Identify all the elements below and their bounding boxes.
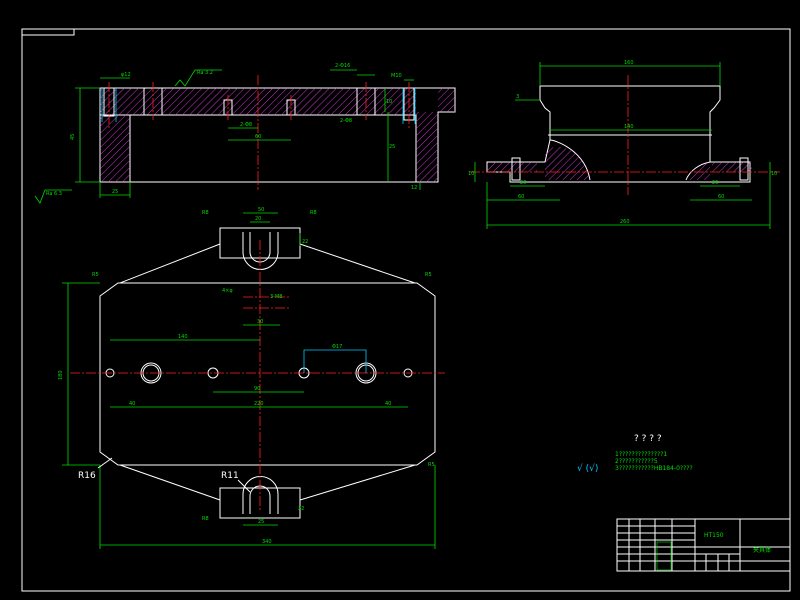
svg-text:10: 10 [386,99,392,105]
svg-text:Ra 6.3: Ra 6.3 [46,191,62,197]
svg-text:60: 60 [518,194,524,200]
title-code: HT150 [704,532,724,539]
svg-text:R5: R5 [428,462,435,468]
svg-text:2-Φ8: 2-Φ8 [340,118,352,124]
roughness-symbol: √ (√) [577,463,598,474]
svg-text:140: 140 [624,124,634,130]
svg-text:260: 260 [620,219,630,225]
svg-text:45: 45 [70,134,76,140]
svg-text:R5: R5 [425,272,432,278]
svg-text:340: 340 [262,539,272,545]
svg-text:20: 20 [520,180,526,186]
svg-text:3-M8: 3-M8 [270,294,282,300]
svg-text:10: 10 [468,171,474,177]
svg-text:40: 40 [129,401,135,407]
svg-text:40: 40 [385,401,391,407]
drawing-code-box [21,28,75,36]
svg-text:Ra 3.2: Ra 3.2 [197,70,213,76]
r11-label: R11 [221,471,239,481]
svg-text:60: 60 [718,194,724,200]
title-block: HT150 夹具体 [616,518,791,572]
svg-text:R8: R8 [202,210,209,216]
svg-text:20: 20 [712,180,718,186]
svg-text:60: 60 [255,134,261,140]
note-1: 1??????????????1 [615,451,667,458]
r16-label: R16 [78,471,96,481]
top-view: 180 340 140 40 220 40 90 Φ17 50 20 30 3-… [58,207,445,549]
svg-text:22: 22 [302,239,308,245]
svg-text:φ12: φ12 [121,72,131,78]
svg-text:180: 180 [58,370,64,380]
svg-text:140: 140 [178,334,188,340]
svg-text:M10: M10 [391,73,402,79]
svg-text:2-Φ8: 2-Φ8 [240,122,252,128]
drawing-border [21,28,791,592]
front-section-view: 25 45 60 2-Φ8 φ12 2-Φ16 M10 10 25 12 2-Φ… [34,63,456,204]
svg-text:25: 25 [258,519,264,525]
svg-text:4×φ: 4×φ [222,288,233,294]
svg-text:25: 25 [389,144,395,150]
svg-text:50: 50 [258,207,264,213]
svg-text:90: 90 [254,386,260,392]
svg-text:R8: R8 [202,516,209,522]
notes-heading: ? ? ? ? [634,434,662,444]
svg-text:2-Φ16: 2-Φ16 [335,63,350,69]
title-name: 夹具体 [753,546,771,554]
svg-text:10: 10 [771,171,777,177]
svg-text:12: 12 [411,185,417,191]
note-2: 2???????????5 [615,458,658,465]
svg-text:3: 3 [516,94,519,100]
side-view: 160 140 260 60 60 20 20 3 10 10 [468,60,780,229]
svg-text:20: 20 [255,216,261,222]
technical-notes: ? ? ? ? 1??????????????1 2???????????5 3… [577,434,693,474]
svg-text:160: 160 [624,60,634,66]
svg-text:R8: R8 [310,210,317,216]
svg-text:R5: R5 [92,272,99,278]
svg-text:220: 220 [254,401,264,407]
svg-text:25: 25 [112,189,118,195]
svg-text:Φ17: Φ17 [332,344,342,350]
note-3: 3???????????HB184-0???? [615,465,693,472]
svg-text:22: 22 [298,506,304,512]
svg-text:30: 30 [257,319,263,325]
